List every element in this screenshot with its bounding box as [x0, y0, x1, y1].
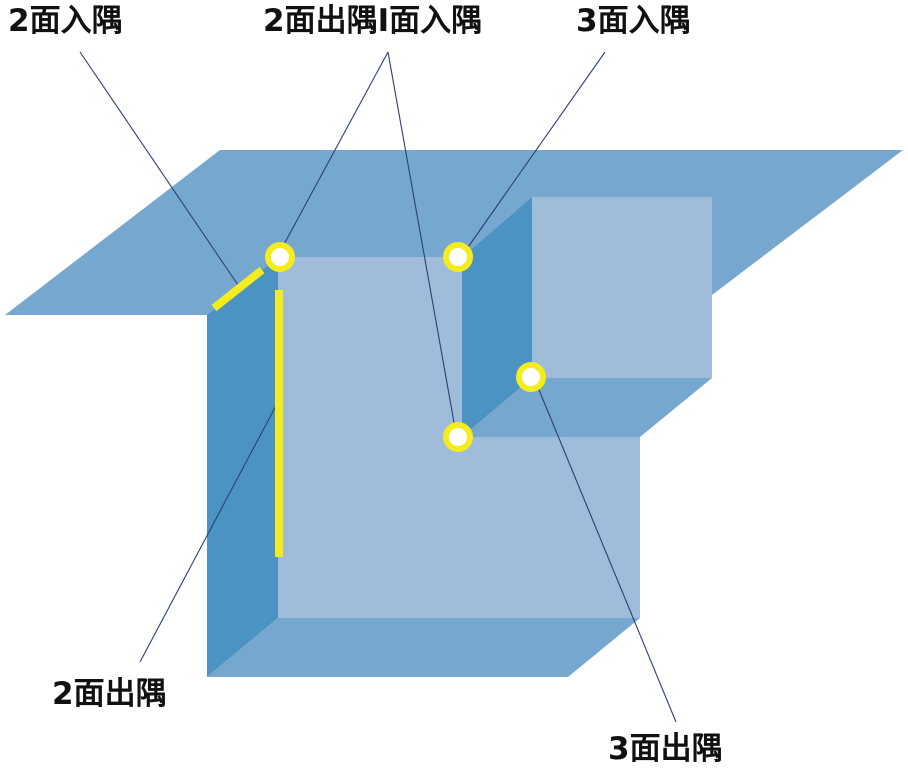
leader-lines: [79, 51, 677, 723]
label-two-face-outer-corner: 2面出隅: [52, 676, 167, 712]
leader-line: [79, 51, 239, 286]
corner-marker-ring: [516, 362, 546, 392]
corner-marker-ring: [265, 242, 295, 272]
upper-box-front: [532, 197, 712, 378]
corner-marker-ring: [443, 422, 473, 452]
top-plane: [5, 150, 903, 315]
edge-highlight-dashed: [211, 266, 265, 312]
label-three-face-outer-corner: 3面出隅: [608, 731, 723, 767]
left-side-wall: [207, 257, 278, 677]
leader-line: [139, 399, 280, 663]
leader-line: [387, 51, 456, 429]
leader-line: [536, 384, 677, 723]
bottom-ledge: [207, 618, 640, 677]
corner-marker-ring: [443, 242, 473, 272]
corner-markers: [211, 242, 546, 557]
leader-line: [281, 51, 389, 249]
label-three-face-inner-corner: 3面入隅: [576, 3, 691, 39]
label-two-face-inner-corner: 2面入隅: [8, 3, 123, 39]
notch-inner-wall: [462, 197, 532, 437]
label-two-face-outer-one-face-inner: 2面出隅I面入隅: [263, 3, 483, 39]
notch-ledge: [462, 378, 712, 437]
leader-line: [465, 51, 606, 251]
